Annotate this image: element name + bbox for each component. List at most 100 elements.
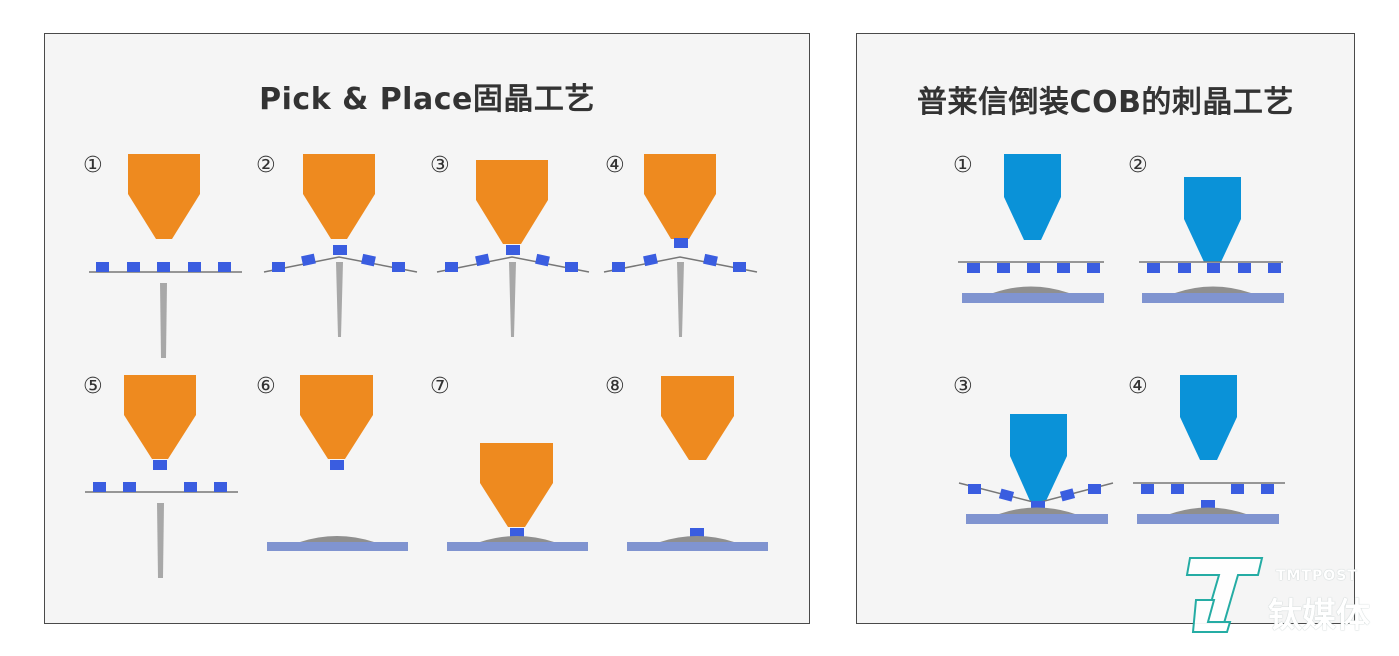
substrate xyxy=(267,542,408,551)
tape-film xyxy=(263,256,418,273)
left-step-5-label: ⑤ xyxy=(83,374,103,399)
ejector-needle xyxy=(509,262,516,337)
die xyxy=(1268,263,1281,273)
watermark-cn: 钛媒体 xyxy=(1268,596,1370,636)
blue-nozzle xyxy=(1004,154,1061,240)
die xyxy=(967,263,980,273)
orange-nozzle xyxy=(303,154,375,239)
substrate xyxy=(1137,514,1279,524)
die xyxy=(1231,484,1244,494)
die xyxy=(330,460,344,470)
die xyxy=(93,482,106,492)
substrate xyxy=(962,293,1104,303)
die xyxy=(272,262,285,272)
left-step-6-illustration xyxy=(267,375,408,551)
left-step-1-label: ① xyxy=(83,153,103,178)
left-step-8-label: ⑧ xyxy=(605,374,625,399)
die xyxy=(1238,263,1251,273)
left-step-2-illustration xyxy=(263,154,418,337)
die xyxy=(445,262,458,272)
die xyxy=(1207,263,1220,273)
die xyxy=(510,528,524,537)
right-step-1-label: ① xyxy=(953,153,973,178)
die xyxy=(153,460,167,470)
die xyxy=(968,484,981,494)
die xyxy=(1087,263,1100,273)
orange-nozzle xyxy=(480,443,553,527)
substrate xyxy=(966,514,1108,524)
left-step-7-label: ⑦ xyxy=(430,374,450,399)
right-step-2-label: ② xyxy=(1128,153,1148,178)
ejector-needle xyxy=(157,503,164,578)
die xyxy=(1201,500,1215,509)
tape-film xyxy=(603,256,758,273)
die xyxy=(565,262,578,272)
left-step-7-illustration xyxy=(447,443,588,551)
die xyxy=(998,488,1015,502)
needle-transfer-panel: 普莱信倒装COB的刺晶工艺 xyxy=(856,33,1355,624)
die xyxy=(123,482,136,492)
orange-nozzle xyxy=(124,375,196,459)
substrate xyxy=(447,542,588,551)
die xyxy=(361,253,376,267)
die xyxy=(612,262,625,272)
die xyxy=(1178,263,1191,273)
solder-paste xyxy=(300,536,374,542)
left-step-8-illustration xyxy=(627,376,768,551)
die xyxy=(506,245,520,255)
tmtpost-logo xyxy=(1185,557,1264,633)
orange-nozzle xyxy=(300,375,373,459)
watermark-latin: TMTPOST xyxy=(1276,568,1358,584)
right-step-3-label: ③ xyxy=(953,374,973,399)
die xyxy=(127,262,140,272)
die xyxy=(643,253,658,267)
solder-paste xyxy=(999,507,1075,514)
logo-mark xyxy=(1191,599,1232,633)
die xyxy=(1059,488,1076,502)
tape-film xyxy=(436,256,590,273)
ejector-needle xyxy=(160,283,167,358)
die xyxy=(188,262,201,272)
die xyxy=(301,253,316,267)
solder-paste xyxy=(993,286,1069,293)
left-step-5-illustration xyxy=(85,375,238,578)
die xyxy=(96,262,109,272)
left-panel-title: Pick & Place固晶工艺 xyxy=(259,82,595,117)
orange-nozzle xyxy=(661,376,734,460)
die xyxy=(733,262,746,272)
ejector-needle xyxy=(336,262,343,337)
solder-paste xyxy=(660,536,734,542)
die xyxy=(1088,484,1101,494)
left-step-2-label: ② xyxy=(256,153,276,178)
die xyxy=(1057,263,1070,273)
die xyxy=(535,253,550,267)
die xyxy=(1031,501,1045,511)
left-step-4-label: ④ xyxy=(605,153,625,178)
left-step-4-illustration xyxy=(603,154,758,337)
substrate xyxy=(627,542,768,551)
ejector-needle xyxy=(677,262,684,337)
die xyxy=(333,245,347,255)
left-step-6-label: ⑥ xyxy=(256,374,276,399)
solder-paste xyxy=(1170,507,1246,514)
die xyxy=(674,238,688,248)
die xyxy=(157,262,170,272)
solder-paste xyxy=(1175,286,1251,293)
solder-paste xyxy=(480,536,554,542)
left-step-3-label: ③ xyxy=(430,153,450,178)
blue-nozzle xyxy=(1180,375,1237,460)
die xyxy=(1147,263,1160,273)
die xyxy=(214,482,227,492)
right-step-4-label: ④ xyxy=(1128,374,1148,399)
die xyxy=(997,263,1010,273)
left-step-1-illustration xyxy=(89,154,242,358)
orange-nozzle xyxy=(476,160,548,244)
orange-nozzle xyxy=(644,154,716,239)
right-step-1-illustration xyxy=(958,154,1104,303)
right-step-3-illustration xyxy=(958,414,1114,524)
pick-and-place-panel: Pick & Place固晶工艺 xyxy=(44,33,810,624)
die xyxy=(703,253,718,267)
die xyxy=(184,482,197,492)
die xyxy=(1141,484,1154,494)
